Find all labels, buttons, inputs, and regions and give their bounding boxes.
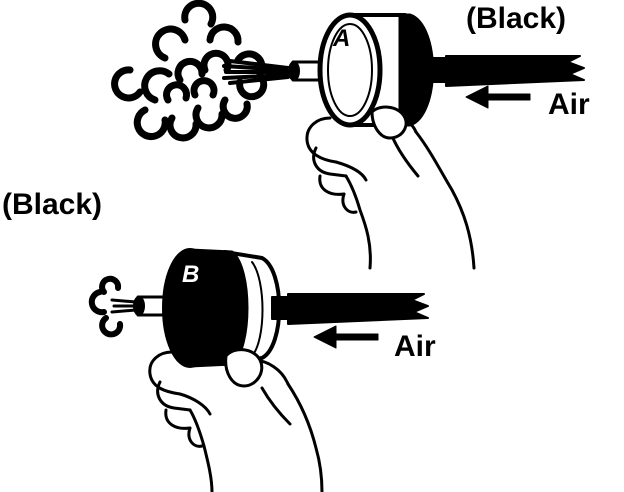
top-color-label: (Black) — [466, 2, 566, 35]
bottom-color-label: (Black) — [2, 188, 102, 221]
top-air-label: Air — [548, 88, 590, 121]
top-spray-lines — [222, 59, 290, 85]
bottom-spray-lines — [110, 298, 138, 314]
bottom-valve-assembly: B Air (Black) — [2, 188, 436, 492]
bottom-thumb — [224, 348, 264, 388]
bottom-hand — [148, 350, 324, 492]
top-port-letter: A — [332, 25, 350, 52]
bottom-air-hose — [271, 293, 429, 325]
top-thumb — [370, 105, 408, 140]
top-valve-assembly: A Air (Black) — [111, 0, 590, 270]
bottom-exhaust-cloud — [88, 275, 124, 338]
bottom-air-label: Air — [394, 330, 436, 363]
bottom-valve-body — [162, 248, 282, 368]
top-hand — [305, 110, 476, 270]
bottom-port-letter: B — [182, 261, 199, 288]
bottom-air-arrow — [313, 325, 379, 349]
top-air-arrow — [465, 85, 531, 109]
top-air-hose — [427, 55, 585, 87]
